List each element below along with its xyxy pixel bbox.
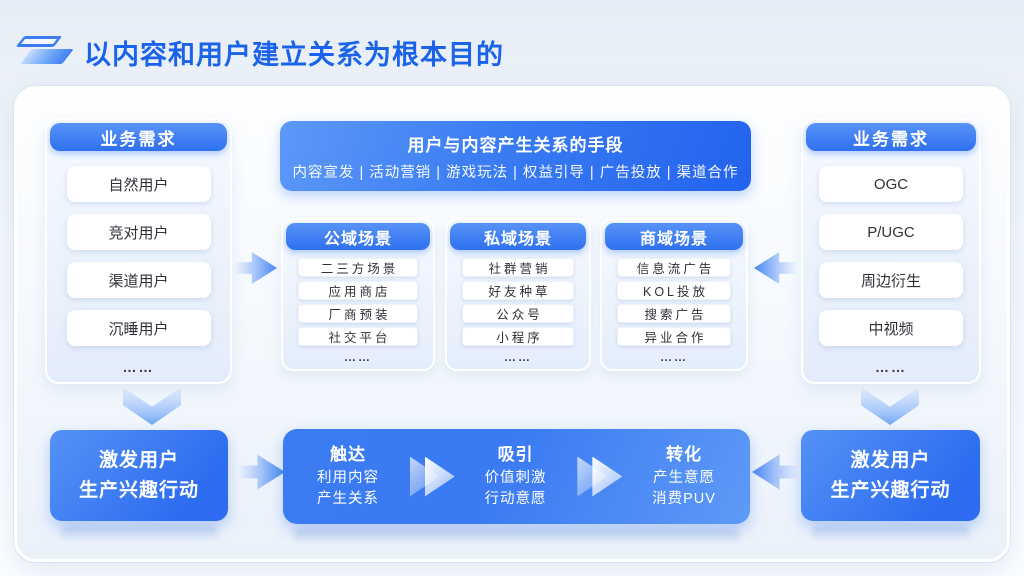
list-item: 好友种草 xyxy=(462,281,574,300)
page-title: 以内容和用户建立关系为根本目的 xyxy=(84,39,504,70)
arrow-right-icon xyxy=(235,252,277,284)
list-item: 小程序 xyxy=(462,327,574,346)
arrow-left-icon xyxy=(752,449,798,495)
flag-fill-shape xyxy=(20,49,74,64)
list-item: 应用商店 xyxy=(298,281,418,300)
ellipsis-label: …… xyxy=(344,350,372,364)
commercial-domain-items: 信息流广告 KOL投放 搜索广告 异业合作 …… xyxy=(605,250,743,363)
right-business-panel: 业务需求 OGC P/UGC 周边衍生 中视频 …… xyxy=(801,118,981,384)
stage-line: 行动意愿 xyxy=(484,491,547,508)
private-domain-header: 私域场景 xyxy=(450,223,586,250)
list-item: OGC xyxy=(819,166,963,202)
list-item: 渠道用户 xyxy=(66,262,211,298)
list-item: 竞对用户 xyxy=(66,214,211,250)
stage-convert: 转化 产生意愿 消费PUV xyxy=(652,442,716,511)
list-item: 二三方场景 xyxy=(298,258,418,277)
left-panel-header: 业务需求 xyxy=(50,123,227,151)
chevron-shape xyxy=(592,456,623,497)
stage-line: 产生关系 xyxy=(317,491,379,508)
list-item: 沉睡用户 xyxy=(66,310,211,346)
arrow-right-icon xyxy=(239,454,285,490)
list-item: 搜索广告 xyxy=(617,304,731,323)
commercial-domain-header: 商域场景 xyxy=(605,223,743,250)
flag-outline-shape xyxy=(15,36,63,47)
banner-title: 用户与内容产生关系的手段 xyxy=(407,135,624,155)
list-item: 自然用户 xyxy=(66,166,211,202)
list-item: KOL投放 xyxy=(617,281,731,300)
right-panel-header: 业务需求 xyxy=(806,123,976,151)
diagram-board: 业务需求 自然用户 竞对用户 渠道用户 沉睡用户 …… 业务需求 OGC P/U… xyxy=(14,86,1010,562)
arrow-down-icon xyxy=(861,387,919,425)
left-panel-items: 自然用户 竞对用户 渠道用户 沉睡用户 …… xyxy=(50,151,227,374)
ellipsis-label: …… xyxy=(122,359,155,375)
stage-line: 产生意愿 xyxy=(653,469,716,486)
list-item: 周边衍生 xyxy=(819,262,963,298)
list-item: 厂商预装 xyxy=(298,304,418,323)
ellipsis-label: …… xyxy=(875,359,907,375)
banner-subtitle: 内容宣发 | 活动营销 | 游戏玩法 | 权益引导 | 广告投放 | 渠道合作 xyxy=(292,164,739,181)
stage-line: 价值刺激 xyxy=(484,469,547,486)
list-item: 信息流广告 xyxy=(617,258,731,277)
public-domain-items: 二三方场景 应用商店 厂商预装 社交平台 …… xyxy=(286,250,430,363)
activate-users-box-right: 激发用户 生产兴趣行动 xyxy=(801,430,980,521)
cta-line: 激发用户 xyxy=(850,450,931,472)
right-panel-items: OGC P/UGC 周边衍生 中视频 …… xyxy=(806,151,976,374)
stage-attract: 吸引 价值刺激 行动意愿 xyxy=(485,442,547,511)
title-flag-icon xyxy=(10,30,74,74)
activate-users-box-left: 激发用户 生产兴趣行动 xyxy=(50,430,228,521)
list-item: 中视频 xyxy=(819,310,963,346)
stage-title: 吸引 xyxy=(497,445,534,464)
ellipsis-label: …… xyxy=(504,350,532,364)
left-business-panel: 业务需求 自然用户 竞对用户 渠道用户 沉睡用户 …… xyxy=(45,118,232,384)
public-domain-header: 公域场景 xyxy=(286,223,430,250)
stage-title: 转化 xyxy=(666,445,703,464)
methods-banner: 用户与内容产生关系的手段 内容宣发 | 活动营销 | 游戏玩法 | 权益引导 |… xyxy=(280,121,751,191)
ellipsis-label: …… xyxy=(660,350,688,364)
list-item: 社交平台 xyxy=(298,327,418,346)
cta-line: 激发用户 xyxy=(98,450,179,472)
commercial-domain-panel: 商域场景 信息流广告 KOL投放 搜索广告 异业合作 …… xyxy=(600,218,748,371)
list-item: P/UGC xyxy=(819,214,963,250)
arrow-left-icon xyxy=(754,247,796,289)
arrow-down-icon xyxy=(123,387,181,425)
stage-title: 触达 xyxy=(330,445,366,464)
slide-header: 以内容和用户建立关系为根本目的 xyxy=(10,28,504,76)
cta-line: 生产兴趣行动 xyxy=(78,479,199,501)
double-chevron-right-icon xyxy=(408,456,456,497)
stage-line: 消费PUV xyxy=(652,491,716,508)
chevron-shape xyxy=(424,456,455,497)
list-item: 社群营销 xyxy=(462,258,574,277)
list-item: 公众号 xyxy=(462,304,574,323)
stage-line: 利用内容 xyxy=(317,469,379,486)
private-domain-panel: 私域场景 社群营销 好友种草 公众号 小程序 …… xyxy=(445,218,591,371)
private-domain-items: 社群营销 好友种草 公众号 小程序 …… xyxy=(450,250,586,363)
funnel-flow-box: 触达 利用内容 产生关系 吸引 价值刺激 行动意愿 转化 产生意愿 消费PUV xyxy=(283,429,750,524)
public-domain-panel: 公域场景 二三方场景 应用商店 厂商预装 社交平台 …… xyxy=(281,218,435,371)
stage-reach: 触达 利用内容 产生关系 xyxy=(317,442,379,511)
double-chevron-right-icon xyxy=(575,456,623,497)
list-item: 异业合作 xyxy=(617,327,731,346)
cta-line: 生产兴趣行动 xyxy=(830,479,951,501)
